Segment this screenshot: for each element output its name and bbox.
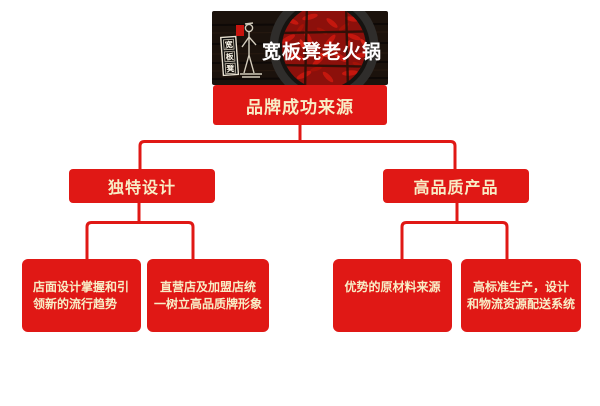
root-node-label: 品牌成功来源 bbox=[246, 97, 354, 117]
hotpot-logo-graphic: 宽 板 凳 宽板凳老火锅 bbox=[212, 11, 388, 85]
seal-stamp bbox=[236, 25, 244, 36]
hotpot-rim bbox=[269, 11, 379, 85]
branch-node-high-quality-product: 高品质产品 bbox=[383, 169, 529, 203]
brand-title-text: 宽板凳老火锅 bbox=[262, 40, 382, 63]
leaf-line: 和物流资源配送系统 bbox=[466, 297, 575, 311]
leaf-line: 一树立高品质牌形象 bbox=[153, 297, 262, 311]
branch-node-label: 独特设计 bbox=[107, 180, 176, 197]
nine-grid-divider bbox=[282, 11, 366, 85]
leaf-line: 高标准生产，设计 bbox=[472, 280, 569, 294]
leaf-node-raw-material-source: 优势的原材料来源 bbox=[333, 259, 452, 332]
leaf-line: 直营店及加盟店统 bbox=[159, 280, 256, 294]
leaf-line: 领新的流行趋势 bbox=[33, 297, 118, 311]
brand-logo-image: 宽 板 凳 宽板凳老火锅 bbox=[212, 11, 388, 85]
branch-node-unique-design: 独特设计 bbox=[69, 169, 215, 203]
leaf-node-store-design-trend: 店面设计掌握和引 领新的流行趋势 bbox=[22, 259, 141, 332]
plaque-char-3: 凳 bbox=[225, 63, 236, 74]
bench-plaque: 宽 板 凳 bbox=[220, 35, 240, 77]
leaf-node-production-logistics: 高标准生产，设计 和物流资源配送系统 bbox=[461, 259, 581, 332]
plaque-char-2: 板 bbox=[225, 51, 235, 62]
plaque-char-1: 宽 bbox=[223, 39, 233, 50]
mascot-figure bbox=[240, 22, 262, 78]
root-node-brand-success-source: 品牌成功来源 bbox=[213, 85, 387, 125]
leaf-line: 店面设计掌握和引 bbox=[33, 280, 130, 294]
leaf-line: 优势的原材料来源 bbox=[344, 280, 441, 294]
branch-node-label: 高品质产品 bbox=[413, 180, 499, 197]
leaf-node-unified-brand-image: 直营店及加盟店统 一树立高品质牌形象 bbox=[147, 259, 269, 332]
